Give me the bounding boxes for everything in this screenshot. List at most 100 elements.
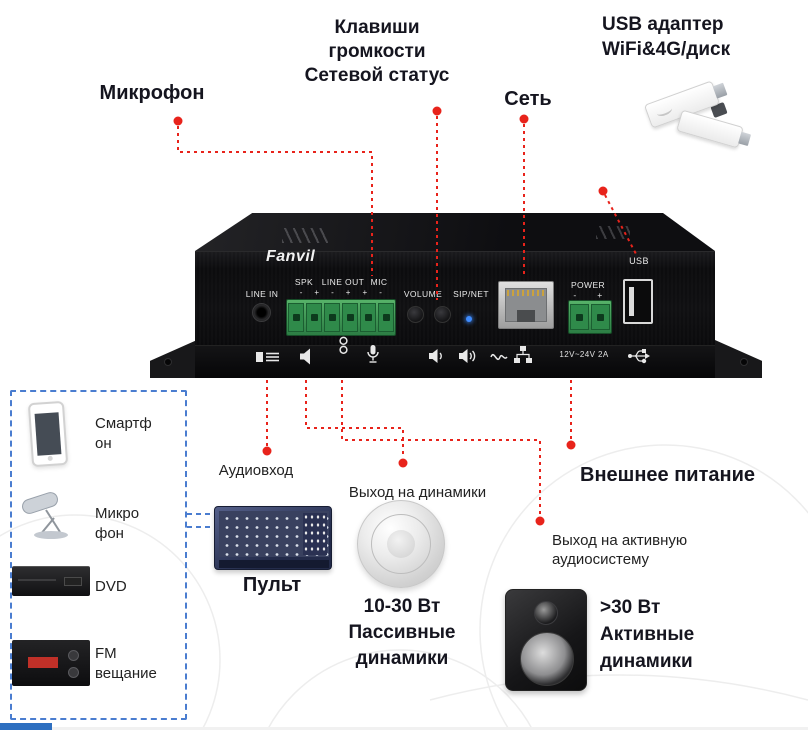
audio-sources-panel (10, 390, 187, 720)
usb-icon (627, 347, 651, 370)
mounting-ear-left (150, 340, 197, 378)
mixer-base (219, 560, 329, 568)
audio-terminal-block (286, 299, 396, 336)
label-dvd: DVD (95, 578, 127, 595)
ethernet-port-notch (517, 310, 535, 322)
screw-hole-left (164, 358, 172, 366)
label-source-microphone: Микро фон (95, 504, 139, 544)
label-volume-keys-line1: Клавиши (334, 17, 420, 38)
mixer-fader-section (303, 513, 327, 555)
label-volume-keys-network-status: Клавиши громкости Сетевой статус (298, 16, 456, 88)
label-active-speakers: >30 Вт Активные динамики (600, 594, 740, 675)
label-active-output-line2: аудиосистему (552, 551, 650, 568)
brand-logo: Fanvil (266, 248, 316, 265)
fm-knob (68, 650, 79, 661)
usb-port-label: USB (629, 256, 649, 266)
label-active-output: Выход на активную аудиосистему (552, 531, 732, 569)
label-active-line1: >30 Вт (600, 597, 661, 618)
mixer-image (214, 506, 332, 570)
volume-up-icon (458, 348, 478, 369)
label-fm: FM вещание (95, 644, 157, 684)
terminal-pin (378, 303, 394, 332)
dvd-player-icon (12, 566, 90, 596)
label-external-power: Внешнее питание (580, 464, 755, 486)
label-fm-line2: вещание (95, 665, 157, 682)
line-in-label: LINE IN (245, 289, 279, 299)
label-smartphone-line2: он (95, 435, 112, 452)
label-usb-adapter-line1: USB адаптер (602, 14, 724, 35)
label-speaker-output: Выход на динамики (348, 484, 487, 501)
top-logo-stripes-left (282, 228, 328, 243)
fm-knob (68, 667, 79, 678)
ethernet-port-pins (507, 290, 545, 296)
label-smartphone-line1: Смартф (95, 415, 152, 432)
dongle-logo (655, 104, 674, 118)
mounting-ear-right (715, 340, 762, 378)
label-usb-adapter: USB адаптер WiFi&4G/диск (602, 12, 797, 62)
mic-icon (366, 344, 380, 369)
screw-hole-right (740, 358, 748, 366)
network-icon (513, 346, 533, 369)
label-active-output-line1: Выход на активную (552, 532, 688, 549)
sip-net-label: SIP/NET (453, 289, 489, 299)
woofer (520, 632, 574, 686)
label-mixer: Пульт (242, 574, 302, 596)
line-in-jack (252, 303, 271, 322)
spk-label: SPK (294, 277, 314, 287)
footer-line (0, 727, 808, 730)
volume-down-icon (428, 348, 446, 369)
volume-label: VOLUME (403, 289, 443, 299)
label-fm-line1: FM (95, 645, 117, 662)
fanvil-paging-gateway: Fanvil LINE IN SPK LINE OUT MIC - + - + … (150, 210, 762, 382)
fm-receiver-icon (12, 640, 90, 686)
label-microphone: Микрофон (99, 82, 205, 104)
signal-wave-icon (490, 350, 508, 368)
fm-display (28, 657, 58, 668)
power-rating-label: 12V~24V 2A (559, 350, 609, 359)
terminal-pin (570, 304, 589, 330)
label-volume-keys-line2: громкости (328, 41, 426, 62)
label-active-line3: динамики (600, 651, 693, 672)
device-top-face (195, 213, 715, 251)
label-network: Сеть (504, 88, 552, 110)
terminal-pin (306, 303, 322, 332)
volume-down-button (407, 306, 424, 323)
terminal-pin (360, 303, 376, 332)
terminal-pin (288, 303, 304, 332)
power-label: POWER (570, 280, 606, 290)
smartphone-icon (27, 400, 69, 468)
label-passive-speakers: 10-30 Вт Пассивные динамики (338, 594, 466, 672)
label-source-microphone-line1: Микро (95, 505, 140, 522)
label-active-line2: Активные (600, 624, 695, 645)
ceiling-speaker-image (357, 500, 445, 588)
device-bottom-flange (195, 345, 715, 378)
terminal-pin (324, 303, 340, 332)
power-polarity-label: - + (573, 290, 603, 300)
label-source-microphone-line2: фон (95, 525, 124, 542)
desk-microphone-icon (14, 488, 84, 547)
volume-up-button (434, 306, 451, 323)
tweeter (534, 601, 558, 625)
sip-net-led (466, 316, 472, 322)
line-in-icon (255, 349, 281, 370)
line-out-label: LINE OUT (321, 277, 365, 287)
dvd-tray-line (18, 579, 56, 581)
ceiling-speaker-center (387, 530, 415, 558)
speaker-icon (299, 348, 313, 370)
usb-port (623, 279, 653, 324)
label-audio-input: Аудиовход (218, 462, 294, 479)
label-passive-line1: 10-30 Вт (363, 596, 441, 617)
label-network-status-line: Сетевой статус (304, 65, 450, 86)
usb-port-tongue (629, 287, 634, 316)
top-logo-stripes-right (596, 226, 630, 239)
power-terminal-block (568, 300, 612, 334)
label-smartphone: Смартф он (95, 414, 152, 454)
smartphone-screen (34, 412, 62, 456)
terminal-pin (591, 304, 610, 330)
dvd-display (64, 577, 82, 586)
label-usb-adapter-line2: WiFi&4G/диск (602, 39, 731, 60)
polarity-label: - + - + + - (299, 288, 383, 297)
label-passive-line2: Пассивные (348, 622, 456, 643)
